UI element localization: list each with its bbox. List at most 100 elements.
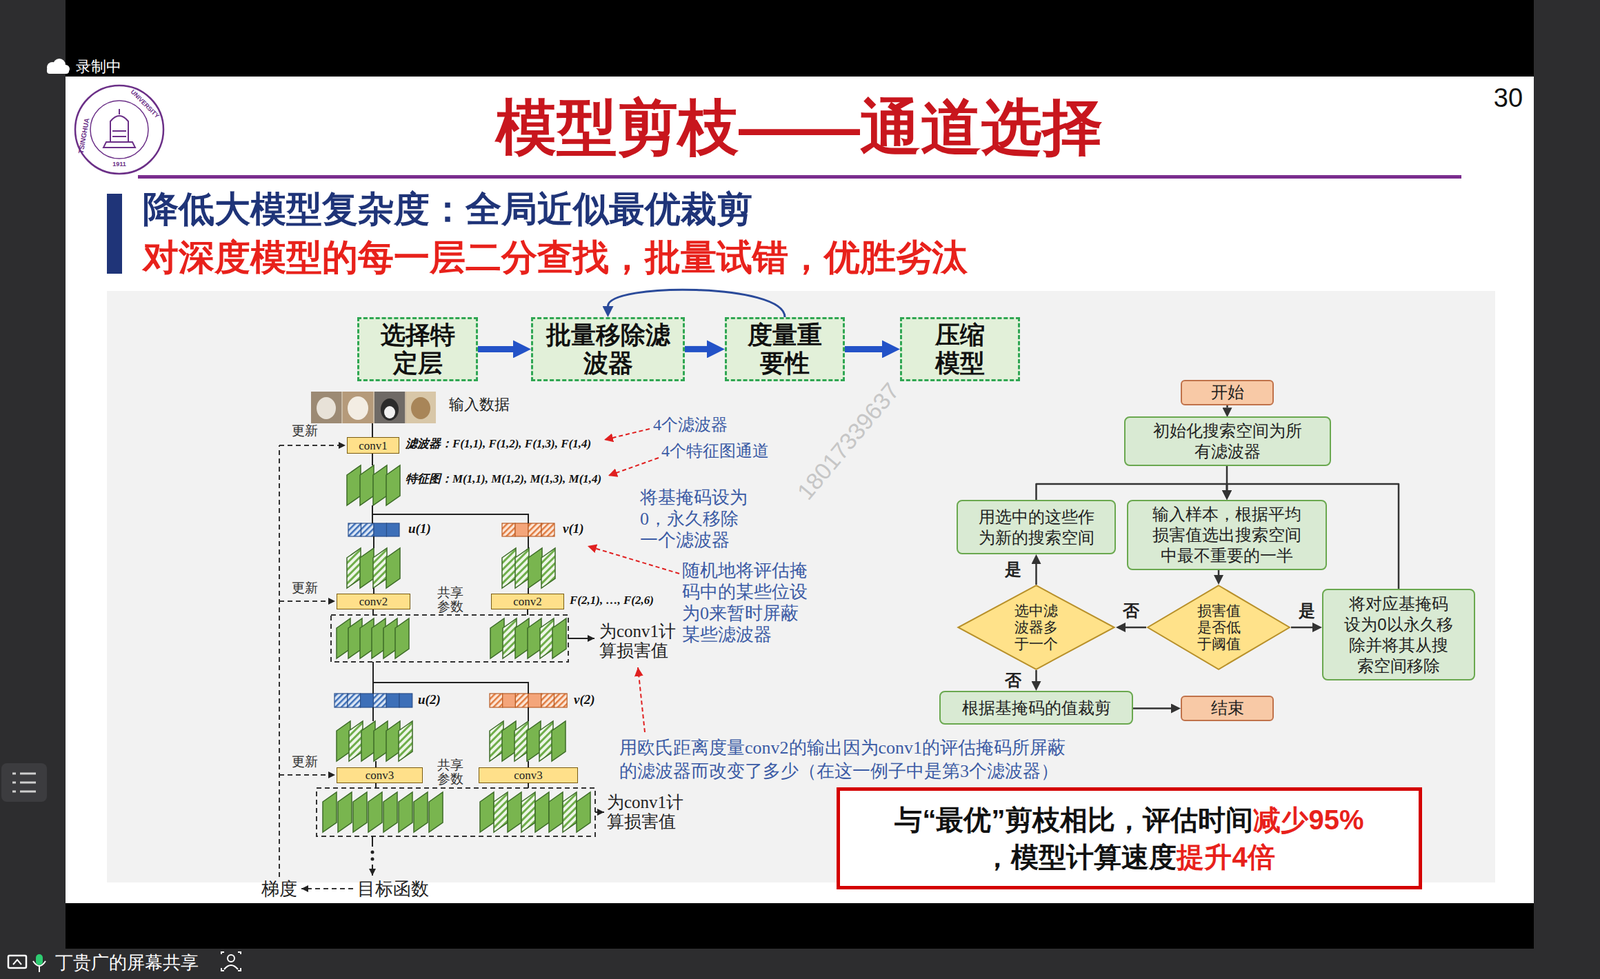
mask-bar xyxy=(528,523,542,537)
callout-leader xyxy=(637,667,645,733)
share-bar-icons xyxy=(8,955,27,969)
mask-label: u(2) xyxy=(417,692,441,709)
mask-bar xyxy=(541,523,555,537)
feature-maps xyxy=(331,615,569,663)
node-text: 输入样本，根据平均损害值选出搜索空间中最不重要的一半 xyxy=(1148,504,1305,567)
text-line: ，模型计算速度提升4倍 xyxy=(983,838,1275,876)
node-text: conv2 xyxy=(359,595,389,608)
feature-maps xyxy=(386,721,400,762)
loss-label: 为conv1计算损害值 xyxy=(599,622,681,661)
input-images xyxy=(380,398,399,421)
filter-label: 滤波器：F(1,1), F(1,2), F(1,3), F(1,4) xyxy=(405,437,592,452)
gradient-label: 梯度 xyxy=(261,878,298,900)
mask-bar xyxy=(386,523,400,537)
feature-maps xyxy=(548,792,563,833)
flow-arrow xyxy=(1036,484,1228,500)
feature-maps xyxy=(502,618,517,659)
feature-maps xyxy=(539,721,554,762)
cloud-icon xyxy=(46,67,69,74)
mask-label: v(2) xyxy=(573,692,596,709)
callout-text: 4个特征图通道 xyxy=(661,441,769,462)
sidebar-list-icon xyxy=(12,773,16,776)
feature-maps xyxy=(346,548,361,589)
share-bar-icons xyxy=(13,960,22,965)
feature-maps xyxy=(541,548,556,589)
feature-maps xyxy=(360,548,374,589)
share-bar-icons xyxy=(224,965,238,970)
subtitle: 降低大模型复杂度：全局近似最优裁剪 xyxy=(142,187,753,231)
edge-label: 否 xyxy=(1120,601,1142,622)
feature-maps xyxy=(322,792,337,833)
feature-maps xyxy=(360,465,374,506)
flow-arrow xyxy=(844,346,883,353)
flow-arrow xyxy=(608,289,786,318)
conv-layer-box: conv2 xyxy=(336,593,411,610)
node-text: 选择特定层 xyxy=(377,320,458,378)
data-flow-line xyxy=(568,637,595,640)
logo-text: UNIVERSITY xyxy=(128,88,161,120)
edge-label: 是 xyxy=(1296,601,1318,622)
feature-maps xyxy=(368,792,383,833)
recording-status: 录制中 xyxy=(75,57,122,76)
subtitle: 对深度模型的每一层二分查找，批量试错，优胜劣汰 xyxy=(142,235,968,279)
sidebar-list-icon xyxy=(1,763,47,803)
flow-arrow xyxy=(477,346,514,353)
feature-maps xyxy=(348,721,363,762)
feature-maps xyxy=(540,618,554,659)
input-images xyxy=(411,397,431,420)
feature-maps xyxy=(398,792,413,833)
gradient-update-line xyxy=(279,774,336,776)
sidebar-list-icon xyxy=(20,782,36,785)
flow-arrow xyxy=(684,346,707,353)
gradient-update-line xyxy=(279,600,336,603)
node-text: 将对应基掩码设为0以永久移除并将其从搜索空间移除 xyxy=(1342,593,1455,677)
feature-maps xyxy=(337,792,352,833)
feature-maps xyxy=(353,792,367,833)
objective-label: 目标函数 xyxy=(357,878,429,900)
mask-bar xyxy=(489,693,503,708)
mask-bar xyxy=(373,523,387,537)
flow-arrow xyxy=(1133,707,1172,710)
feature-maps xyxy=(562,792,577,833)
feature-maps xyxy=(493,792,508,833)
node-text: conv3 xyxy=(513,769,543,782)
node-text: 选中滤波器多于一个 xyxy=(1013,602,1060,653)
input-images xyxy=(406,391,436,424)
feature-maps xyxy=(502,548,516,589)
process-box: 将对应基掩码设为0以永久移除并将其从搜索空间移除 xyxy=(1322,588,1476,681)
gradient-update-line xyxy=(301,888,354,890)
conv-layer-box: conv2 xyxy=(491,593,565,610)
university-logo xyxy=(75,85,164,174)
feature-maps xyxy=(413,792,428,833)
gradient-update-line xyxy=(279,445,354,889)
feature-maps xyxy=(386,465,400,506)
feature-maps xyxy=(346,465,361,506)
feature-maps xyxy=(507,792,522,833)
page-number: 30 xyxy=(1493,82,1523,115)
node-text: conv3 xyxy=(365,769,395,782)
decision-diamond: 选中滤波器多于一个 xyxy=(956,584,1116,671)
input-images xyxy=(311,391,436,424)
feature-maps xyxy=(551,721,566,762)
sidebar-list-icon xyxy=(1,763,47,803)
process-box: 根据基掩码的值裁剪 xyxy=(939,691,1134,725)
mask-bar xyxy=(489,523,567,708)
mask-bar xyxy=(502,523,516,537)
node-text: 批量移除滤波器 xyxy=(544,320,672,378)
gradient-update-line xyxy=(278,445,280,878)
conv-layer-box: conv3 xyxy=(336,767,423,784)
data-flow-line xyxy=(372,423,605,876)
sidebar-list-icon xyxy=(20,773,36,776)
callout-leader xyxy=(608,457,659,476)
mask-bar xyxy=(347,693,361,708)
slide-title: 模型剪枝——通道选择 xyxy=(495,91,1103,165)
continuation-dots xyxy=(371,851,375,855)
result-text: 与“最优”剪枝相比，评估时间 xyxy=(894,804,1254,836)
feature-maps xyxy=(552,618,567,659)
subtitle-bar xyxy=(106,193,123,274)
mask-bar xyxy=(361,523,375,537)
node-text: 初始化搜索空间为所有滤波器 xyxy=(1150,420,1305,463)
share-label: 共享参数 xyxy=(437,758,465,787)
feature-maps xyxy=(515,618,529,659)
